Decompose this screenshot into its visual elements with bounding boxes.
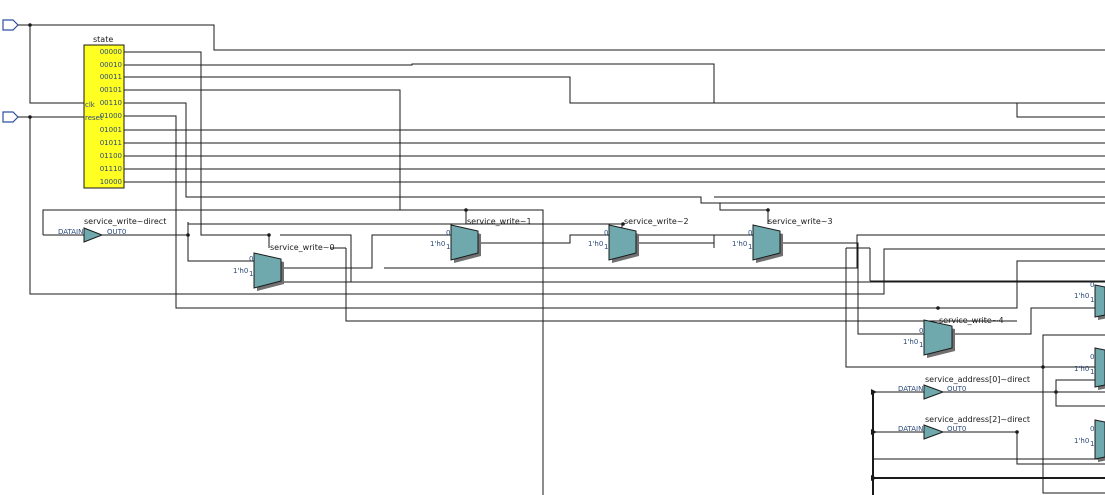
state-output-01110: 01110 bbox=[100, 165, 122, 173]
buffer-triangle[interactable] bbox=[923, 384, 945, 400]
mux-const: 1'h0 bbox=[430, 240, 445, 248]
state-output-00010: 00010 bbox=[100, 61, 122, 69]
state-input-clk: clk bbox=[85, 101, 96, 109]
mux-body[interactable] bbox=[253, 252, 282, 289]
buffer-pin-out: OUT0 bbox=[947, 385, 966, 393]
mux-pin-0: 0 bbox=[446, 229, 450, 237]
wire-net bbox=[18, 23, 1105, 495]
state-block-body[interactable] bbox=[83, 44, 125, 189]
mux-pin-0: 0 bbox=[604, 229, 608, 237]
mux-pin-0: 0 bbox=[748, 229, 752, 237]
mux-body[interactable] bbox=[450, 224, 479, 261]
input-port-reset[interactable] bbox=[2, 111, 19, 123]
mux-body[interactable] bbox=[923, 319, 953, 356]
mux-pin-1: 1 bbox=[919, 341, 923, 349]
mux-service-write-4[interactable]: service_write~4 0 1 1'h0 bbox=[903, 316, 1004, 358]
mux-body[interactable] bbox=[1094, 284, 1105, 318]
mux-const: 1'h0 bbox=[1074, 365, 1089, 373]
mux-pin-1: 1 bbox=[1090, 440, 1094, 448]
buffer-triangle[interactable] bbox=[83, 227, 104, 243]
buffer-label: service_address[2]~direct bbox=[925, 415, 1030, 424]
mux-edge-3[interactable]: 0 1 1'h0 bbox=[1074, 419, 1105, 462]
mux-body[interactable] bbox=[608, 224, 637, 261]
mux-body[interactable] bbox=[1094, 419, 1105, 460]
mux-edge-2[interactable]: 0 1 1'h0 bbox=[1074, 347, 1105, 390]
mux-label: service_write~1 bbox=[467, 217, 532, 226]
buffer-pin-out: OUT0 bbox=[107, 228, 126, 236]
mux-service-write-2[interactable]: service_write~2 0 1 1'h0 bbox=[588, 217, 689, 263]
mux-const: 1'h0 bbox=[1074, 437, 1089, 445]
state-output-00011: 00011 bbox=[100, 73, 122, 81]
mux-pin-1: 1 bbox=[1090, 368, 1094, 376]
mux-const: 1'h0 bbox=[1074, 292, 1089, 300]
state-machine-block[interactable]: state clk reset 00000 00010 00011 00101 0011… bbox=[83, 35, 125, 189]
mux-label: service_write~3 bbox=[768, 217, 833, 226]
state-input-reset: reset bbox=[85, 114, 103, 122]
buffer-triangle[interactable] bbox=[923, 424, 945, 440]
state-output-01011: 01011 bbox=[100, 139, 122, 147]
mux-body[interactable] bbox=[1094, 347, 1105, 388]
state-output-00110: 00110 bbox=[100, 99, 122, 107]
mux-const: 1'h0 bbox=[732, 240, 747, 248]
buffer-service-address-0-direct[interactable]: service_address[0]~direct DATAIN OUT0 bbox=[898, 375, 1030, 400]
buffer-pin-in: DATAIN bbox=[898, 385, 923, 393]
buffer-label: service_address[0]~direct bbox=[925, 375, 1030, 384]
mux-label: service_write~0 bbox=[270, 243, 335, 252]
mux-pin-0: 0 bbox=[919, 327, 923, 335]
mux-service-write-1[interactable]: service_write~1 0 1 1'h0 bbox=[430, 217, 532, 263]
mux-pin-1: 1 bbox=[748, 243, 752, 251]
buffer-service-write-direct[interactable]: service_write~direct DATAIN OUT0 bbox=[58, 217, 166, 243]
mux-pin-1: 1 bbox=[1090, 296, 1094, 304]
buffer-label: service_write~direct bbox=[84, 217, 166, 226]
state-block-title: state bbox=[93, 35, 113, 44]
mux-body[interactable] bbox=[752, 224, 781, 261]
state-output-10000: 10000 bbox=[100, 178, 122, 186]
mux-const: 1'h0 bbox=[233, 267, 248, 275]
mux-const: 1'h0 bbox=[588, 240, 603, 248]
state-output-01000: 01000 bbox=[100, 112, 122, 120]
state-output-01001: 01001 bbox=[100, 126, 122, 134]
mux-service-write-3[interactable]: service_write~3 0 1 1'h0 bbox=[732, 217, 833, 263]
buffer-pin-in: DATAIN bbox=[898, 425, 923, 433]
state-output-01100: 01100 bbox=[100, 152, 122, 160]
mux-pin-0: 0 bbox=[1090, 425, 1094, 433]
state-output-list: 00000 00010 00011 00101 00110 01000 01001 01011… bbox=[100, 48, 122, 186]
mux-pin-1: 1 bbox=[446, 243, 450, 251]
buffer-pin-out: OUT0 bbox=[947, 425, 966, 433]
buffer-pin-in: DATAIN bbox=[58, 228, 83, 236]
mux-const: 1'h0 bbox=[903, 338, 918, 346]
state-output-00101: 00101 bbox=[100, 86, 122, 94]
mux-service-write-0[interactable]: service_write~0 0 1 1'h0 bbox=[233, 243, 335, 291]
mux-edge-1[interactable]: 0 1 1'h0 bbox=[1074, 281, 1105, 320]
buffer-service-address-2-direct[interactable]: service_address[2]~direct DATAIN OUT0 bbox=[898, 415, 1030, 440]
state-output-00000: 00000 bbox=[100, 48, 122, 56]
mux-pin-0: 0 bbox=[1090, 281, 1094, 289]
mux-label: service_write~2 bbox=[624, 217, 689, 226]
mux-label: service_write~4 bbox=[939, 316, 1004, 325]
input-port-clk[interactable] bbox=[2, 19, 19, 31]
mux-pin-1: 1 bbox=[249, 270, 253, 278]
mux-pin-0: 0 bbox=[1090, 353, 1094, 361]
mux-pin-1: 1 bbox=[604, 243, 608, 251]
mux-pin-0: 0 bbox=[249, 255, 253, 263]
